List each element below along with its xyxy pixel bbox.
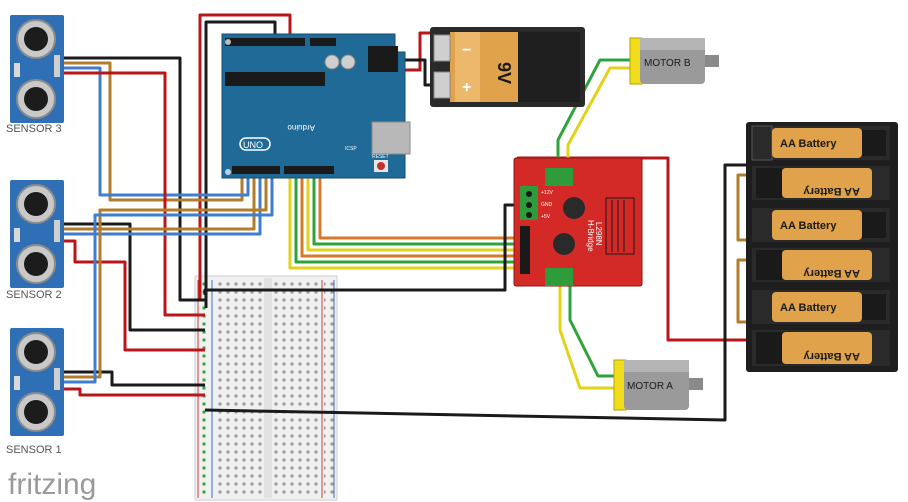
wire-in-4 xyxy=(312,170,526,246)
aa-battery-label: AA Battery xyxy=(780,220,837,232)
motor-b-label: MOTOR B xyxy=(644,58,691,69)
aa-battery-label: AA Battery xyxy=(803,350,860,362)
wire-s1-vcc xyxy=(62,370,205,387)
wire-in-1 xyxy=(294,170,526,264)
sensor-3 xyxy=(10,15,64,123)
motor-a-label: MOTOR A xyxy=(627,381,673,392)
wire-s3-trig xyxy=(62,61,244,202)
driver-chip-label: L298N xyxy=(594,222,603,246)
motor-a: MOTOR A xyxy=(613,359,703,411)
wires xyxy=(62,13,750,422)
driver-pin-5v: +5V xyxy=(541,214,551,220)
motor-b: MOTOR B xyxy=(629,37,719,85)
arduino-icsp-label: ICSP xyxy=(345,146,357,152)
wire-aa-jumper-1 xyxy=(736,173,750,242)
wire-s2-echo xyxy=(62,176,262,236)
driver-pin-gnd: GND xyxy=(541,202,553,208)
aa-battery-1: AA Battery xyxy=(751,125,890,161)
wire-in-2 xyxy=(300,170,526,258)
wire-en-a xyxy=(288,170,526,270)
driver-type-label: H-Bridge xyxy=(586,220,595,252)
sensor-1 xyxy=(10,328,64,436)
arduino-reset-label: RESET xyxy=(372,154,389,160)
sensor-1-label: SENSOR 1 xyxy=(6,444,62,456)
sensor-2-label: SENSOR 2 xyxy=(6,289,62,301)
aa-battery-label: AA Battery xyxy=(803,185,860,197)
battery-9v-plus: + xyxy=(462,79,471,96)
wire-in-3 xyxy=(306,170,526,252)
aa-battery-label: AA Battery xyxy=(780,302,837,314)
aa-battery-pack: AA Battery AA Battery AA Battery AA Batt… xyxy=(746,122,898,372)
aa-battery-5: AA Battery xyxy=(752,290,890,324)
aa-battery-3: AA Battery xyxy=(752,208,890,242)
battery-9v: − + 9V xyxy=(430,27,585,107)
wire-s1-trig xyxy=(62,176,268,379)
fritzing-watermark: fritzing xyxy=(8,468,96,501)
l298n-driver: +12V GND +5V L298N H-Bridge xyxy=(513,157,643,287)
wire-aa-gnd xyxy=(204,163,750,422)
sensor-3-label: SENSOR 3 xyxy=(6,123,62,135)
wire-en-b xyxy=(318,170,526,240)
breadboard xyxy=(194,275,338,501)
aa-battery-label: AA Battery xyxy=(803,267,860,279)
wire-s3-gnd xyxy=(62,71,205,317)
wire-s2-gnd xyxy=(62,239,205,352)
aa-battery-6: AA Battery xyxy=(752,330,890,366)
aa-battery-4: AA Battery xyxy=(752,248,890,282)
wire-s1-gnd xyxy=(62,387,205,397)
arduino-brand-label: Arduino xyxy=(287,123,315,132)
wire-driver-gnd xyxy=(203,203,528,295)
wire-motora-2 xyxy=(568,283,615,378)
wire-s3-vcc xyxy=(62,56,205,302)
aa-battery-label: AA Battery xyxy=(780,138,837,150)
battery-9v-voltage: 9V xyxy=(494,62,514,84)
arduino-uno: UNO Arduino RESET ICSP xyxy=(221,33,411,179)
wire-s3-echo xyxy=(62,66,250,197)
wire-s1-echo xyxy=(62,176,274,384)
battery-9v-minus: − xyxy=(462,42,471,59)
sensor-2 xyxy=(10,180,64,288)
aa-battery-2: AA Battery xyxy=(752,166,890,200)
arduino-model-label: UNO xyxy=(243,140,263,150)
wire-motora-1 xyxy=(558,283,615,390)
wire-s2-trig xyxy=(62,176,256,231)
driver-pin-12v: +12V xyxy=(541,190,553,196)
wire-red-5v xyxy=(198,13,292,300)
wire-aa-jumper-2 xyxy=(736,258,750,324)
